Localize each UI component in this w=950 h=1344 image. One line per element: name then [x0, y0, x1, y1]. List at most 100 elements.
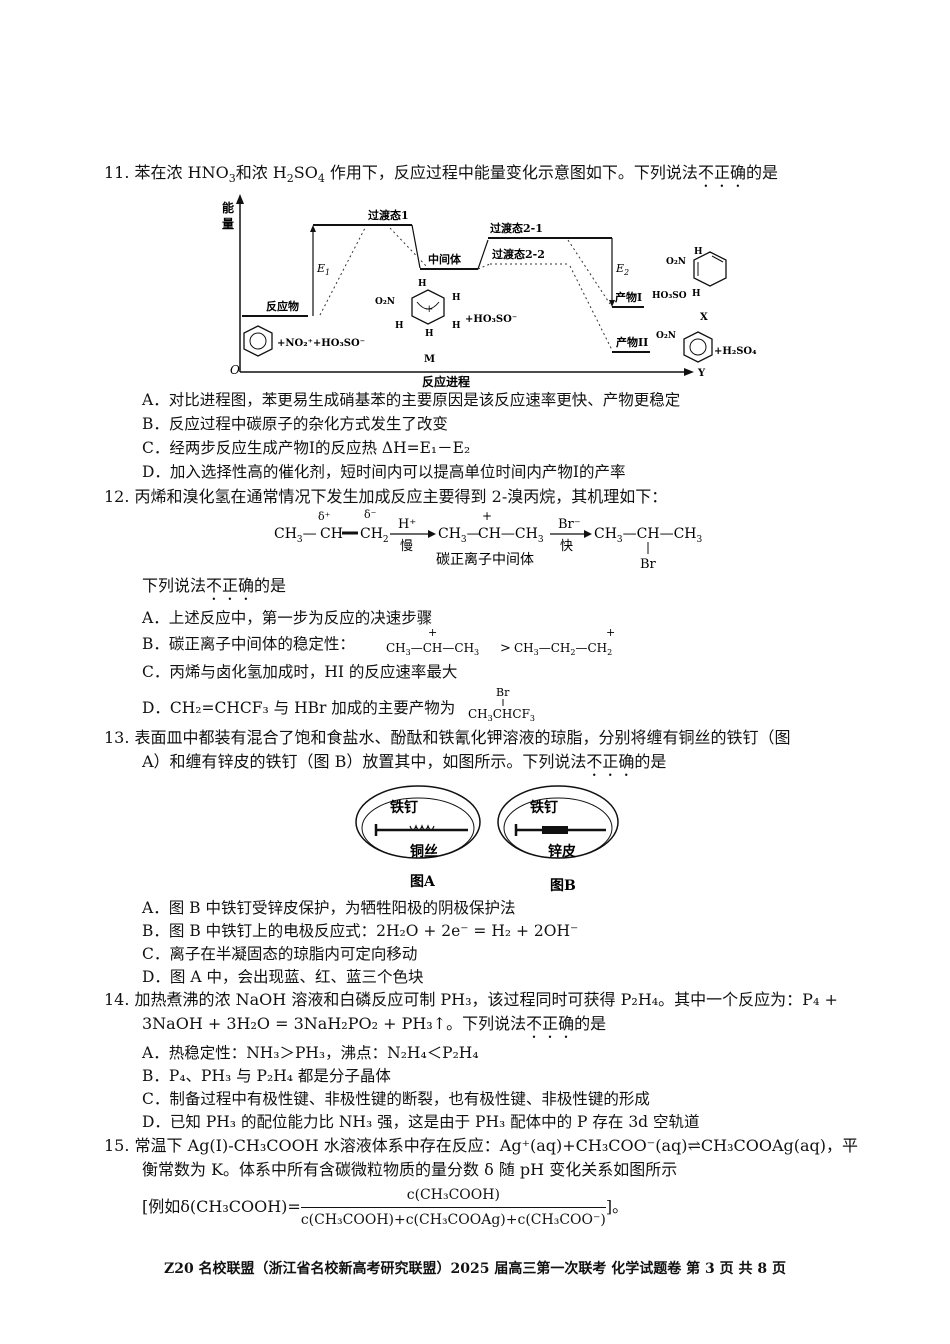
mech-step1-bot: 慢	[400, 538, 413, 554]
svg-text:O₂N: O₂N	[375, 297, 395, 307]
y-axis-arrow	[236, 194, 244, 204]
ts21-label: 过渡态2-1	[490, 221, 543, 235]
svg-text:CH3—: CH3—	[274, 526, 317, 545]
svg-text:>: >	[500, 641, 511, 656]
svg-text:O₂N: O₂N	[666, 257, 686, 267]
q12-question: 下列说法不正确的是	[142, 576, 287, 595]
q11-number: 11.	[104, 163, 130, 182]
m-label: M	[424, 354, 435, 365]
q13-option-d: D．图 A 中，会出现蓝、红、蓝三个色块	[142, 968, 424, 986]
svg-text:HO₃SO: HO₃SO	[652, 291, 687, 301]
svg-text:+: +	[425, 304, 433, 315]
fig-a-top: 铁钉	[390, 799, 418, 816]
y-label: Y	[697, 368, 706, 379]
svg-text:H: H	[692, 289, 701, 299]
svg-text:H: H	[452, 293, 461, 303]
y-label-1: 能	[222, 200, 234, 215]
q12-stem: 12. 丙烯和溴化氢在通常情况下发生加成反应主要得到 2-溴丙烷，其机理如下：	[104, 487, 668, 506]
svg-text:CH—CH3: CH—CH3	[478, 526, 544, 545]
q15-example: [例如δ(CH₃COOH)=c(CH₃COOH)c(CH₃COOH)+c(CH₃…	[142, 1184, 628, 1231]
q11-energy-diagram: 能 量 O 反应进程 反应物 E1 过渡态1 中间体 过渡态2-1 过渡态2-2…	[222, 194, 757, 389]
q11-stem: 11. 苯在浓 HNO3和浓 H2SO4 作用下，反应过程中能量变化示意图如下。…	[104, 163, 778, 186]
e2-label: E2	[615, 262, 629, 277]
x-label: X	[700, 312, 708, 323]
svg-text:CH: CH	[320, 526, 343, 542]
m-extra: +HO₃SO⁻	[465, 314, 517, 325]
q13-option-a: A．图 B 中铁钉受锌皮保护，为牺牲阳极的阴极保护法	[142, 899, 516, 917]
q13-stem-1: 13. 表面皿中都装有混合了饱和食盐水、酚酞和铁氰化钾溶液的琼脂，分别将缠有铜丝…	[104, 728, 791, 747]
product2-label: 产物II	[616, 335, 648, 349]
mech-step1-top: H⁺	[398, 517, 416, 532]
q14-number: 14.	[104, 990, 130, 1009]
fig-b-bot: 锌皮	[548, 843, 576, 860]
q13-number: 13.	[104, 728, 130, 747]
q11-option-b: B．反应过程中碳原子的杂化方式发生了改变	[142, 415, 448, 433]
svg-text:+: +	[428, 626, 437, 639]
svg-text:CH3—CH2—CH2: CH3—CH2—CH2	[514, 641, 612, 657]
svg-text:H: H	[395, 321, 404, 331]
svg-text:δ⁺: δ⁺	[318, 510, 331, 523]
origin-label: O	[230, 363, 240, 377]
x-axis-arrow	[684, 368, 694, 376]
svg-text:CH3CHCF3: CH3CHCF3	[468, 707, 535, 723]
q11-option-d: D．加入选择性高的催化剂，短时间内可以提高单位时间内产物I的产率	[142, 463, 626, 481]
intermediate-m-structure: + H H H H H O₂N	[375, 279, 461, 339]
ts22-label: 过渡态2-2	[492, 247, 545, 261]
e1-label: E1	[316, 262, 330, 277]
q15-stem-1: 15. 常温下 Ag(Ⅰ)-CH₃COOH 水溶液体系中存在反应：Ag⁺(aq)…	[104, 1136, 859, 1155]
e1-arrow-head	[310, 225, 316, 232]
page-footer: Z20 名校联盟（浙江省名校新高考研究联盟）2025 届高三第一次联考 化学试题…	[163, 1261, 786, 1277]
copper-wire	[409, 824, 435, 831]
product1-label: 产物I	[615, 290, 642, 304]
q13-option-b: B．图 B 中铁钉上的电极反应式：2H₂O + 2e⁻ = H₂ + 2OH⁻	[142, 922, 579, 940]
fig-a-caption: 图A	[410, 874, 436, 890]
svg-text:CH3—: CH3—	[438, 526, 481, 545]
q12-option-d-structure: Br CH3CHCF3	[468, 686, 535, 723]
x-label: 反应进程	[422, 374, 470, 389]
mech-step2-bot: 快	[560, 539, 573, 554]
q13-stem-2: A）和缠有锌皮的铁钉（图 B）放置其中，如图所示。下列说法不正确的是	[142, 752, 667, 771]
q14-option-c: C．制备过程中有极性键、非极性键的断裂，也有极性键、非极性键的形成	[142, 1090, 650, 1108]
svg-text:H: H	[425, 329, 434, 339]
fig-b-top: 铁钉	[530, 799, 558, 816]
product-y-structure: O₂N	[656, 331, 713, 363]
svg-text:+: +	[482, 509, 492, 523]
q12-option-a: A．上述反应中，第一步为反应的决速步骤	[142, 609, 433, 627]
svg-text:CH3—CH—CH3: CH3—CH—CH3	[386, 641, 479, 657]
q14-stem-2: 3NaOH + 3H₂O = 3NaH₂PO₂ + PH₃↑。下列说法不正确的是	[142, 1014, 607, 1033]
q13-figures: 铁钉 铜丝 图A 铁钉 锌皮 图B	[355, 785, 619, 894]
product-x-structure: H O₂N HO₃SO H	[652, 247, 727, 301]
q12-option-c: C．丙烯与卤化氢加成时，HI 的反应速率最大	[142, 663, 458, 681]
q14-option-a: A．热稳定性：NH₃＞PH₃，沸点：N₂H₄＜P₂H₄	[142, 1044, 479, 1062]
dish-b: 铁钉 锌皮	[497, 785, 619, 860]
y-label-2: 量	[222, 217, 234, 231]
q12-option-b-structures: CH3—CH—CH3 + > CH3—CH2—CH2 +	[386, 626, 615, 657]
svg-text:H: H	[694, 247, 703, 257]
q12-option-b: B．碳正离子中间体的稳定性：	[142, 635, 355, 653]
svg-text:Br: Br	[640, 557, 657, 572]
svg-text:H: H	[418, 279, 427, 289]
q15-number: 15.	[104, 1136, 130, 1155]
dish-a: 铁钉 铜丝	[355, 785, 481, 860]
q13-option-c: C．离子在半凝固态的琼脂内可定向移动	[142, 945, 418, 963]
reactant-label: 反应物	[266, 299, 299, 313]
svg-text:CH2: CH2	[360, 526, 389, 545]
q14-option-d: D．已知 PH₃ 的配位能力比 NH₃ 强，这是由于 PH₃ 配体中的 P 存在…	[142, 1113, 700, 1131]
svg-text:+: +	[606, 626, 615, 639]
q11-option-c: C．经两步反应生成产物I的反应热 ΔH=E₁－E₂	[142, 439, 471, 457]
mech-step2-top: Br⁻	[558, 517, 581, 532]
q14-stem-1: 14. 加热煮沸的浓 NaOH 溶液和白磷反应可制 PH₃，该过程同时可获得 P…	[104, 990, 838, 1009]
intermediate-label: 中间体	[428, 252, 462, 266]
svg-text:H: H	[452, 321, 461, 331]
benzene-structure	[243, 325, 273, 357]
reactant-formula: +NO₂⁺+HO₃SO⁻	[277, 338, 365, 349]
svg-text:O₂N: O₂N	[656, 331, 676, 341]
svg-text:δ⁻: δ⁻	[364, 508, 377, 521]
q12-option-d: D．CH₂=CHCF₃ 与 HBr 加成的主要产物为	[142, 699, 456, 717]
q15-stem-2: 衡常数为 K。体系中所有含碳微粒物质的量分数 δ 随 pH 变化关系如图所示	[142, 1160, 678, 1179]
mech-caption: 碳正离子中间体	[436, 551, 534, 568]
q12-number: 12.	[104, 487, 130, 506]
zinc-sheet	[542, 826, 568, 834]
fig-a-bot: 铜丝	[410, 843, 438, 860]
q11-option-a: A．对比进程图，苯更易生成硝基苯的主要原因是该反应速率更快、产物更稳定	[142, 391, 681, 409]
